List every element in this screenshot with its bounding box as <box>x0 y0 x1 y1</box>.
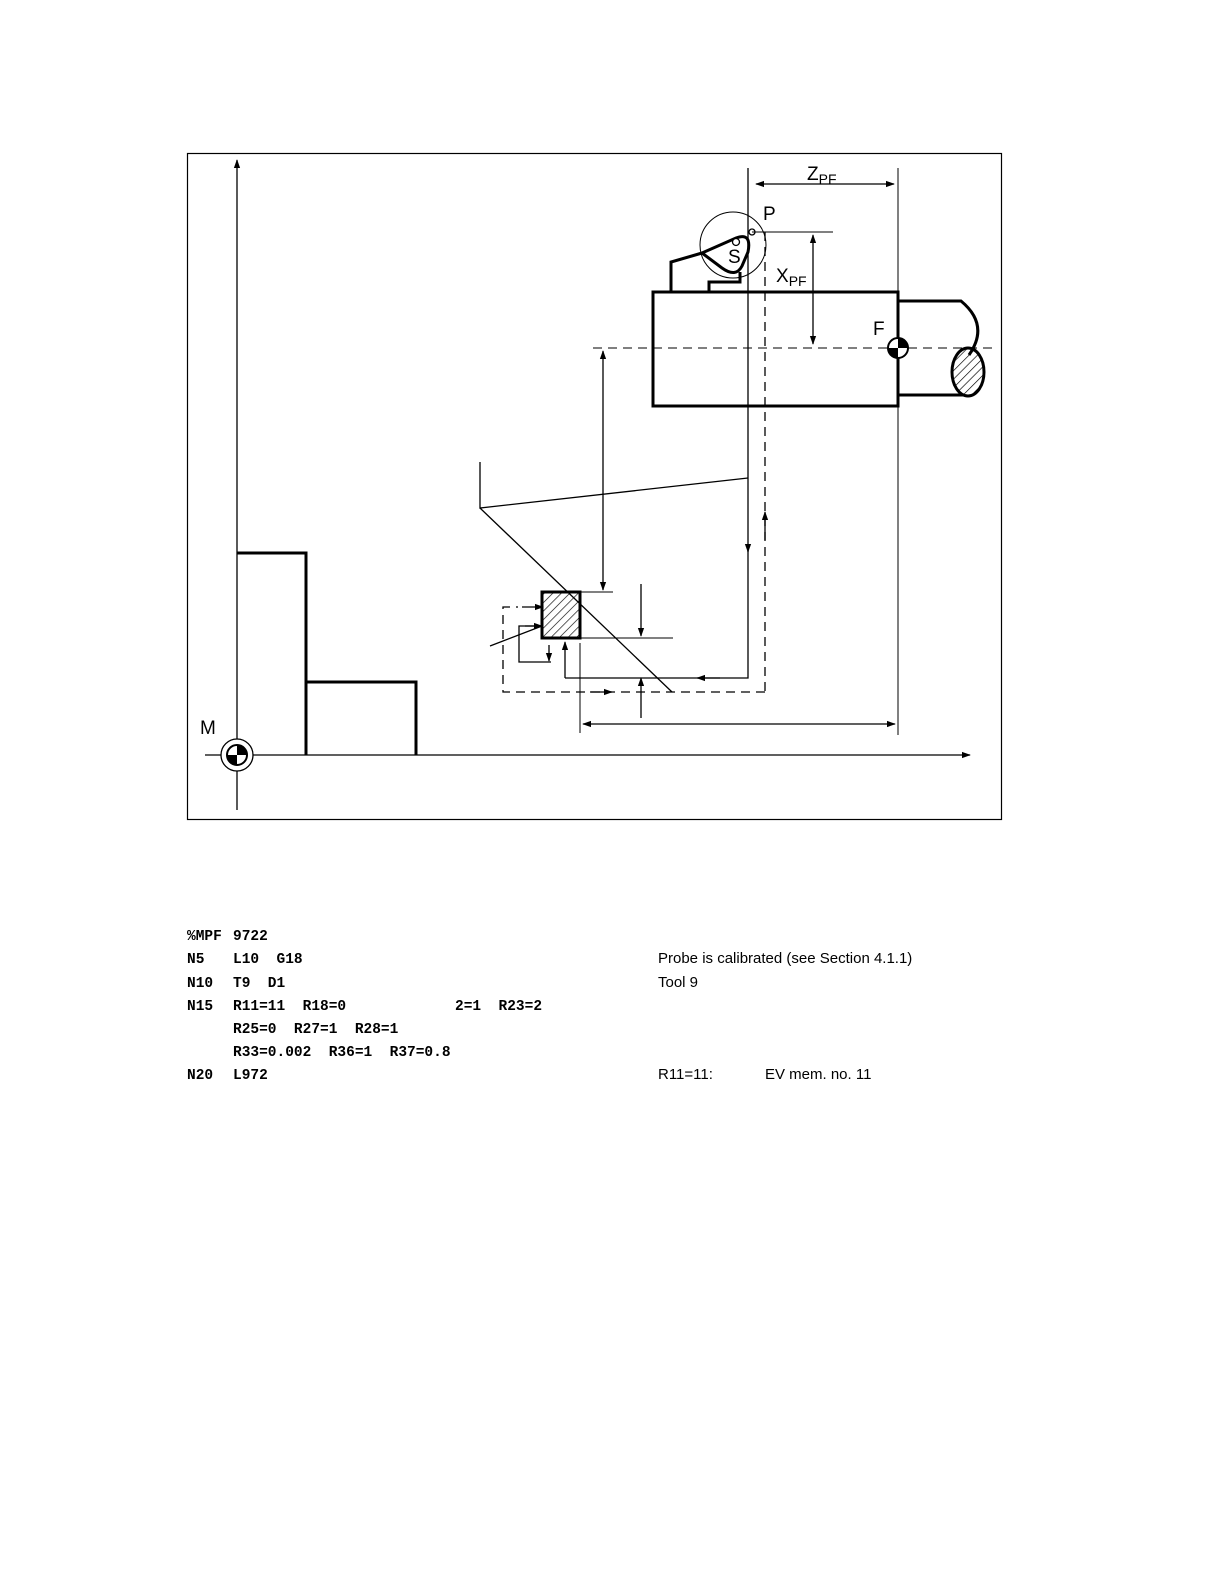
workpiece-step <box>237 553 416 755</box>
machine-zero-symbol <box>221 739 253 771</box>
listing-code: L10 G18 <box>233 951 303 969</box>
listing-block: N10 <box>187 975 213 993</box>
probe-path-solid <box>565 550 748 678</box>
listing-code: T9 D1 <box>233 975 285 993</box>
comment-n10: Tool 9 <box>658 974 698 992</box>
listing-code-extra: 2=1 R23=2 <box>455 998 542 1016</box>
listing-block: N20 <box>187 1067 213 1085</box>
listing-code: L972 <box>233 1067 268 1085</box>
comment-n20-param: R11=11: <box>658 1066 713 1084</box>
listing-code: R33=0.002 R36=1 R37=0.8 <box>233 1044 451 1062</box>
zpf-label: ZPF <box>807 164 837 187</box>
listing-block: %MPF <box>187 928 222 946</box>
listing-code: R25=0 R27=1 R28=1 <box>233 1021 398 1039</box>
tool-outline <box>480 462 748 508</box>
comment-n5: Probe is calibrated (see Section 4.1.1) <box>658 950 912 968</box>
probe-arm <box>671 253 702 292</box>
s-label: S <box>728 247 741 268</box>
xpf-label: XPF <box>776 266 807 289</box>
f-label: F <box>873 319 885 340</box>
listing-block: N15 <box>187 998 213 1016</box>
figure-frame <box>188 154 1002 820</box>
listing-code: R11=11 R18=0 <box>233 998 346 1016</box>
toolholder <box>653 292 898 406</box>
listing-block: N5 <box>187 951 204 969</box>
f-point-symbol <box>888 338 908 358</box>
comment-n20-desc: EV mem. no. 11 <box>765 1066 871 1084</box>
p-label: P <box>763 204 776 225</box>
listing-code: 9722 <box>233 928 268 946</box>
spindle-section <box>952 348 984 396</box>
m-label: M <box>200 718 216 739</box>
tool-bit <box>542 592 580 638</box>
